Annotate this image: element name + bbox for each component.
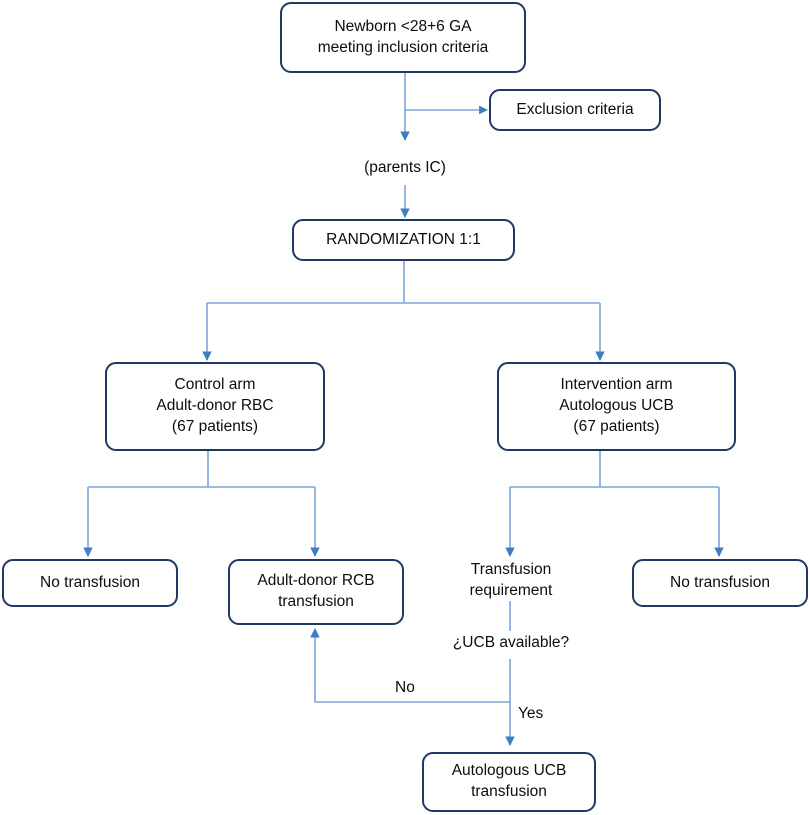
node-control-arm: Control arm Adult-donor RBC (67 patients… (105, 362, 325, 451)
node-randomization: RANDOMIZATION 1:1 (292, 219, 515, 261)
node-adult-donor-rcb-transfusion: Adult-donor RCB transfusion (228, 559, 404, 625)
edge-label-yes: Yes (515, 705, 547, 723)
text-transfusion-requirement: Transfusion requirement (469, 561, 553, 599)
node-no-transfusion-control: No transfusion (2, 559, 178, 607)
edge-no-path (310, 628, 510, 703)
text-parents-ic: (parents IC) (364, 159, 446, 176)
node-autologous-ucb-transfusion: Autologous UCB transfusion (422, 752, 596, 812)
node-exclusion-criteria: Exclusion criteria (489, 89, 661, 131)
node-newborn-inclusion: Newborn <28+6 GA meeting inclusion crite… (280, 2, 526, 73)
node-intervention-arm: Intervention arm Autologous UCB (67 pati… (497, 362, 736, 451)
edge-label-no: No (392, 679, 418, 697)
text-ucb-available-question: ¿UCB available? (452, 634, 570, 651)
node-no-transfusion-intervention: No transfusion (632, 559, 808, 607)
